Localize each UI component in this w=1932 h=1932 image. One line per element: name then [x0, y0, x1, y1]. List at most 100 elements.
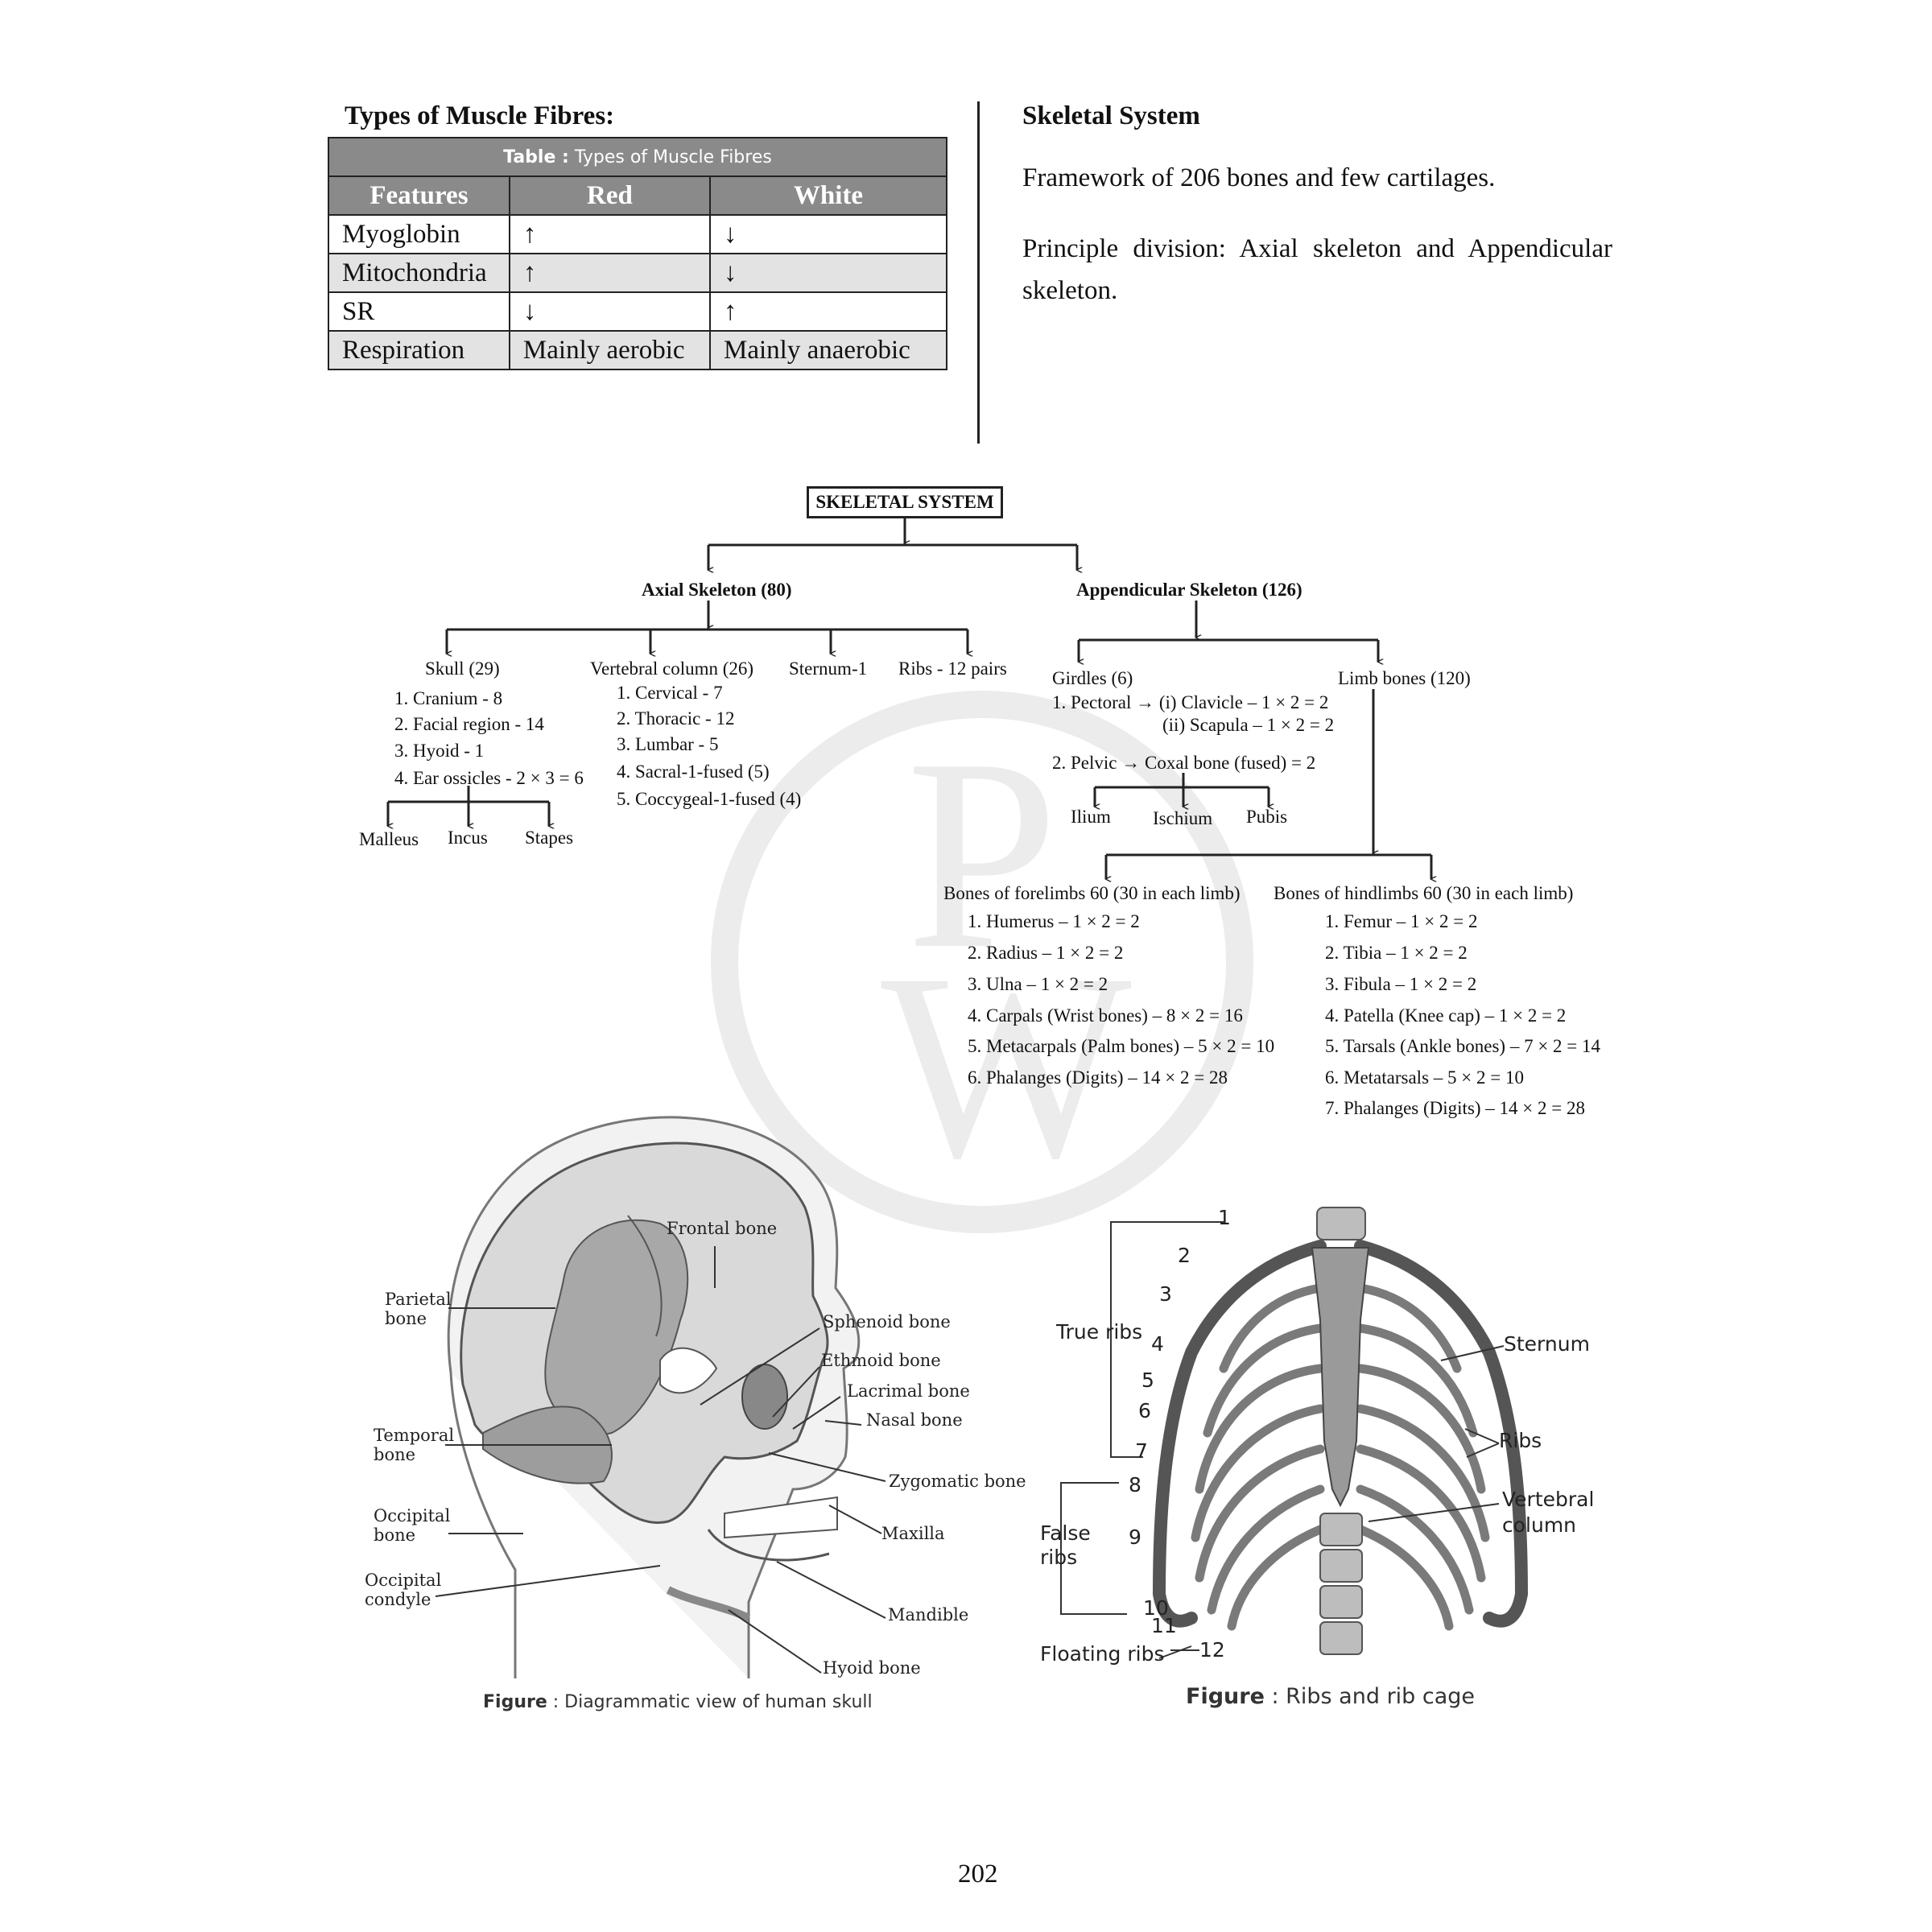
rib-number-10: 10 — [1143, 1596, 1169, 1620]
table-header-row: Features Red White — [328, 175, 947, 216]
skull-item: 4. Ear ossicles - 2 × 3 = 6 — [394, 768, 584, 788]
table-cell: ↑ — [508, 214, 712, 254]
hindlimb-item: 6. Metatarsals – 5 × 2 = 10 — [1325, 1067, 1524, 1088]
ribs-node: Ribs - 12 pairs — [898, 658, 1007, 679]
skeletal-heading: Skeletal System — [1022, 101, 1200, 130]
skull-figure-caption: Figure : Diagrammatic view of human skul… — [483, 1692, 873, 1712]
ossicle-malleus: Malleus — [359, 829, 419, 849]
rib-number-1: 1 — [1218, 1206, 1231, 1229]
label-parietal-bone-2: bone — [385, 1309, 427, 1328]
label-sphenoid-bone: Sphenoid bone — [823, 1312, 951, 1331]
column-header: Features — [328, 175, 510, 216]
label-hyoid-bone: Hyoid bone — [823, 1658, 921, 1678]
axial-skeleton-node: Axial Skeleton (80) — [642, 580, 792, 600]
table-cell: ↑ — [508, 253, 712, 293]
vertebral-item: 1. Cervical - 7 — [617, 683, 723, 703]
label-parietal-bone: Parietal — [385, 1290, 452, 1309]
label-occipital-condyle-2: condyle — [365, 1590, 431, 1609]
forelimb-item: 2. Radius – 1 × 2 = 2 — [968, 943, 1124, 963]
column-header: Red — [508, 175, 712, 216]
pelvic-ischium: Ischium — [1153, 808, 1213, 828]
table-cell: SR — [328, 291, 510, 332]
forelimb-item: 4. Carpals (Wrist bones) – 8 × 2 = 16 — [968, 1005, 1243, 1026]
label-vertebral-column-2: column — [1502, 1513, 1577, 1537]
skull-node: Skull (29) — [425, 658, 500, 679]
label-sternum: Sternum — [1504, 1332, 1590, 1356]
rib-number-8: 8 — [1129, 1473, 1141, 1496]
rib-figure-caption: Figure : Ribs and rib cage — [1186, 1684, 1476, 1709]
forelimb-node: Bones of forelimbs 60 (30 in each limb) — [943, 883, 1241, 903]
skeletal-framework-text: Framework of 206 bones and few cartilage… — [1022, 163, 1496, 192]
label-mandible: Mandible — [888, 1605, 969, 1624]
table-row: Respiration Mainly aerobic Mainly anaero… — [328, 330, 947, 370]
scapula-text: (ii) Scapula – 1 × 2 = 2 — [1162, 715, 1335, 735]
skull-item: 2. Facial region - 14 — [394, 714, 544, 734]
vertebral-column-node: Vertebral column (26) — [590, 658, 754, 679]
rib-number-12: 12 — [1199, 1638, 1225, 1662]
rib-number-11: 11 — [1151, 1614, 1177, 1637]
rib-number-7: 7 — [1135, 1439, 1148, 1463]
table-row: Myoglobin ↑ ↓ — [328, 214, 947, 254]
label-vertebral-column: Vertebral — [1502, 1488, 1595, 1511]
label-temporal-bone-2: bone — [374, 1445, 416, 1464]
skeletal-system-root: SKELETAL SYSTEM — [807, 486, 1003, 518]
forelimb-item: 3. Ulna – 1 × 2 = 2 — [968, 974, 1108, 994]
label-temporal-bone: Temporal — [374, 1426, 455, 1445]
rib-number-5: 5 — [1141, 1368, 1154, 1392]
rib-number-2: 2 — [1178, 1244, 1191, 1267]
label-false-ribs-2: ribs — [1040, 1546, 1078, 1569]
table-cell: ↑ — [709, 291, 947, 332]
table-caption: Table : Types of Muscle Fibres — [328, 137, 947, 177]
vertebral-item: 4. Sacral-1-fused (5) — [617, 762, 770, 782]
forelimb-item: 1. Humerus – 1 × 2 = 2 — [968, 911, 1140, 931]
table-cell: Mitochondria — [328, 253, 510, 293]
label-frontal-bone: Frontal bone — [667, 1219, 778, 1238]
table-row: Mitochondria ↑ ↓ — [328, 253, 947, 293]
ossicle-stapes: Stapes — [525, 828, 574, 848]
skeletal-division-text: Principle division: Axial skeleton and A… — [1022, 234, 1612, 305]
hindlimb-item: 5. Tarsals (Ankle bones) – 7 × 2 = 14 — [1325, 1036, 1601, 1056]
pectoral-text: 1. Pectoral → (i) Clavicle – 1 × 2 = 2 — [1052, 692, 1329, 712]
forelimb-item: 5. Metacarpals (Palm bones) – 5 × 2 = 10 — [968, 1036, 1275, 1056]
label-nasal-bone: Nasal bone — [866, 1410, 963, 1430]
hindlimb-item: 1. Femur – 1 × 2 = 2 — [1325, 911, 1478, 931]
label-maxilla: Maxilla — [881, 1524, 945, 1543]
page-number: 202 — [958, 1860, 998, 1889]
appendicular-skeleton-node: Appendicular Skeleton (126) — [1076, 580, 1302, 600]
rib-number-9: 9 — [1129, 1525, 1141, 1549]
table-cell: Mainly anaerobic — [709, 330, 947, 370]
table-caption-row: Table : Types of Muscle Fibres — [328, 137, 947, 177]
hindlimb-item: 7. Phalanges (Digits) – 14 × 2 = 28 — [1325, 1098, 1585, 1118]
rib-number-6: 6 — [1138, 1399, 1151, 1422]
muscle-fibre-table: Table : Types of Muscle Fibres Features … — [328, 137, 947, 370]
hindlimb-node: Bones of hindlimbs 60 (30 in each limb) — [1274, 883, 1574, 903]
column-divider — [977, 101, 980, 444]
label-ethmoid-bone: Ethmoid bone — [821, 1351, 941, 1370]
table-cell: ↓ — [709, 214, 947, 254]
watermark-logo: P W — [711, 691, 1253, 1233]
limb-bones-node: Limb bones (120) — [1338, 668, 1471, 688]
vertebral-item: 5. Coccygeal-1-fused (4) — [617, 789, 802, 809]
label-zygomatic-bone: Zygomatic bone — [889, 1472, 1026, 1491]
table-cell: Myoglobin — [328, 214, 510, 254]
table-cell: Mainly aerobic — [508, 330, 712, 370]
label-occipital-bone-2: bone — [374, 1525, 416, 1545]
skull-item: 3. Hyoid - 1 — [394, 741, 485, 761]
forelimb-item: 6. Phalanges (Digits) – 14 × 2 = 28 — [968, 1067, 1228, 1088]
table-cell: Respiration — [328, 330, 510, 370]
rib-number-3: 3 — [1159, 1282, 1172, 1306]
column-header: White — [709, 175, 947, 216]
svg-text:W: W — [881, 919, 1134, 1213]
pelvic-text: 2. Pelvic → Coxal bone (fused) = 2 — [1052, 753, 1316, 773]
vertebral-item: 3. Lumbar - 5 — [617, 734, 719, 754]
skull-item: 1. Cranium - 8 — [394, 688, 503, 708]
table-cell: ↓ — [508, 291, 712, 332]
hindlimb-item: 2. Tibia – 1 × 2 = 2 — [1325, 943, 1468, 963]
hindlimb-item: 4. Patella (Knee cap) – 1 × 2 = 2 — [1325, 1005, 1567, 1026]
table-row: SR ↓ ↑ — [328, 291, 947, 332]
label-floating-ribs: Floating ribs — [1040, 1642, 1165, 1666]
pelvic-ilium: Ilium — [1071, 807, 1111, 827]
label-ribs: Ribs — [1499, 1429, 1542, 1452]
